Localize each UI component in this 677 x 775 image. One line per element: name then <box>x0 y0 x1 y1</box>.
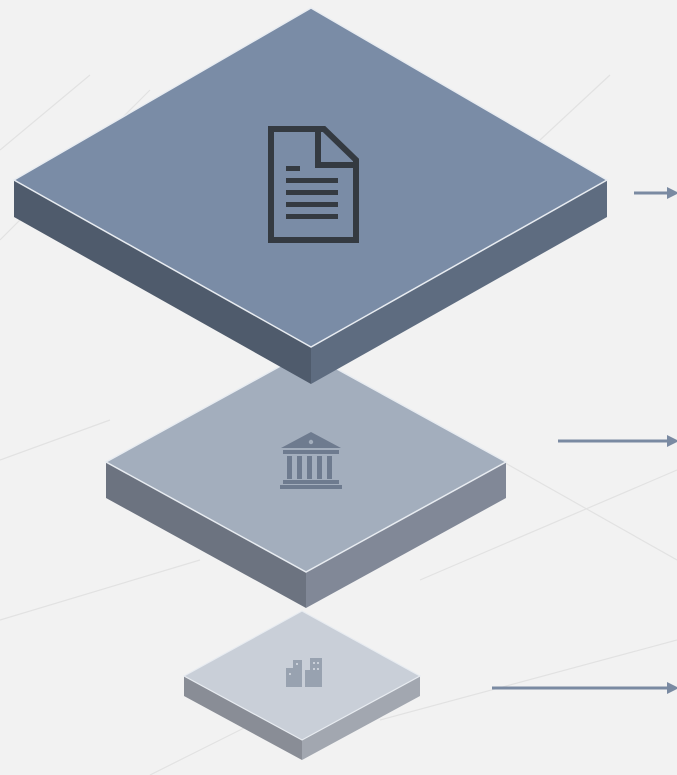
layer-document <box>12 7 609 384</box>
layer-institution-top-face <box>104 351 508 573</box>
arrow-city <box>492 682 677 694</box>
layer-city-left-face <box>184 676 302 760</box>
city-buildings-icon <box>286 658 322 687</box>
layer-institution-right-face <box>306 462 506 608</box>
arrow-document <box>634 187 677 199</box>
layer-institution-left-face <box>106 462 306 608</box>
layer-institution <box>104 351 508 608</box>
arrow-institution <box>558 435 677 447</box>
layer-document-right-face <box>311 180 607 384</box>
layer-city-right-face <box>302 676 420 760</box>
layer-document-left-face <box>14 180 311 384</box>
layer-city <box>182 610 422 760</box>
document-icon <box>268 126 359 243</box>
layer-document-top-face <box>12 7 609 348</box>
bank-building-icon <box>280 432 342 489</box>
